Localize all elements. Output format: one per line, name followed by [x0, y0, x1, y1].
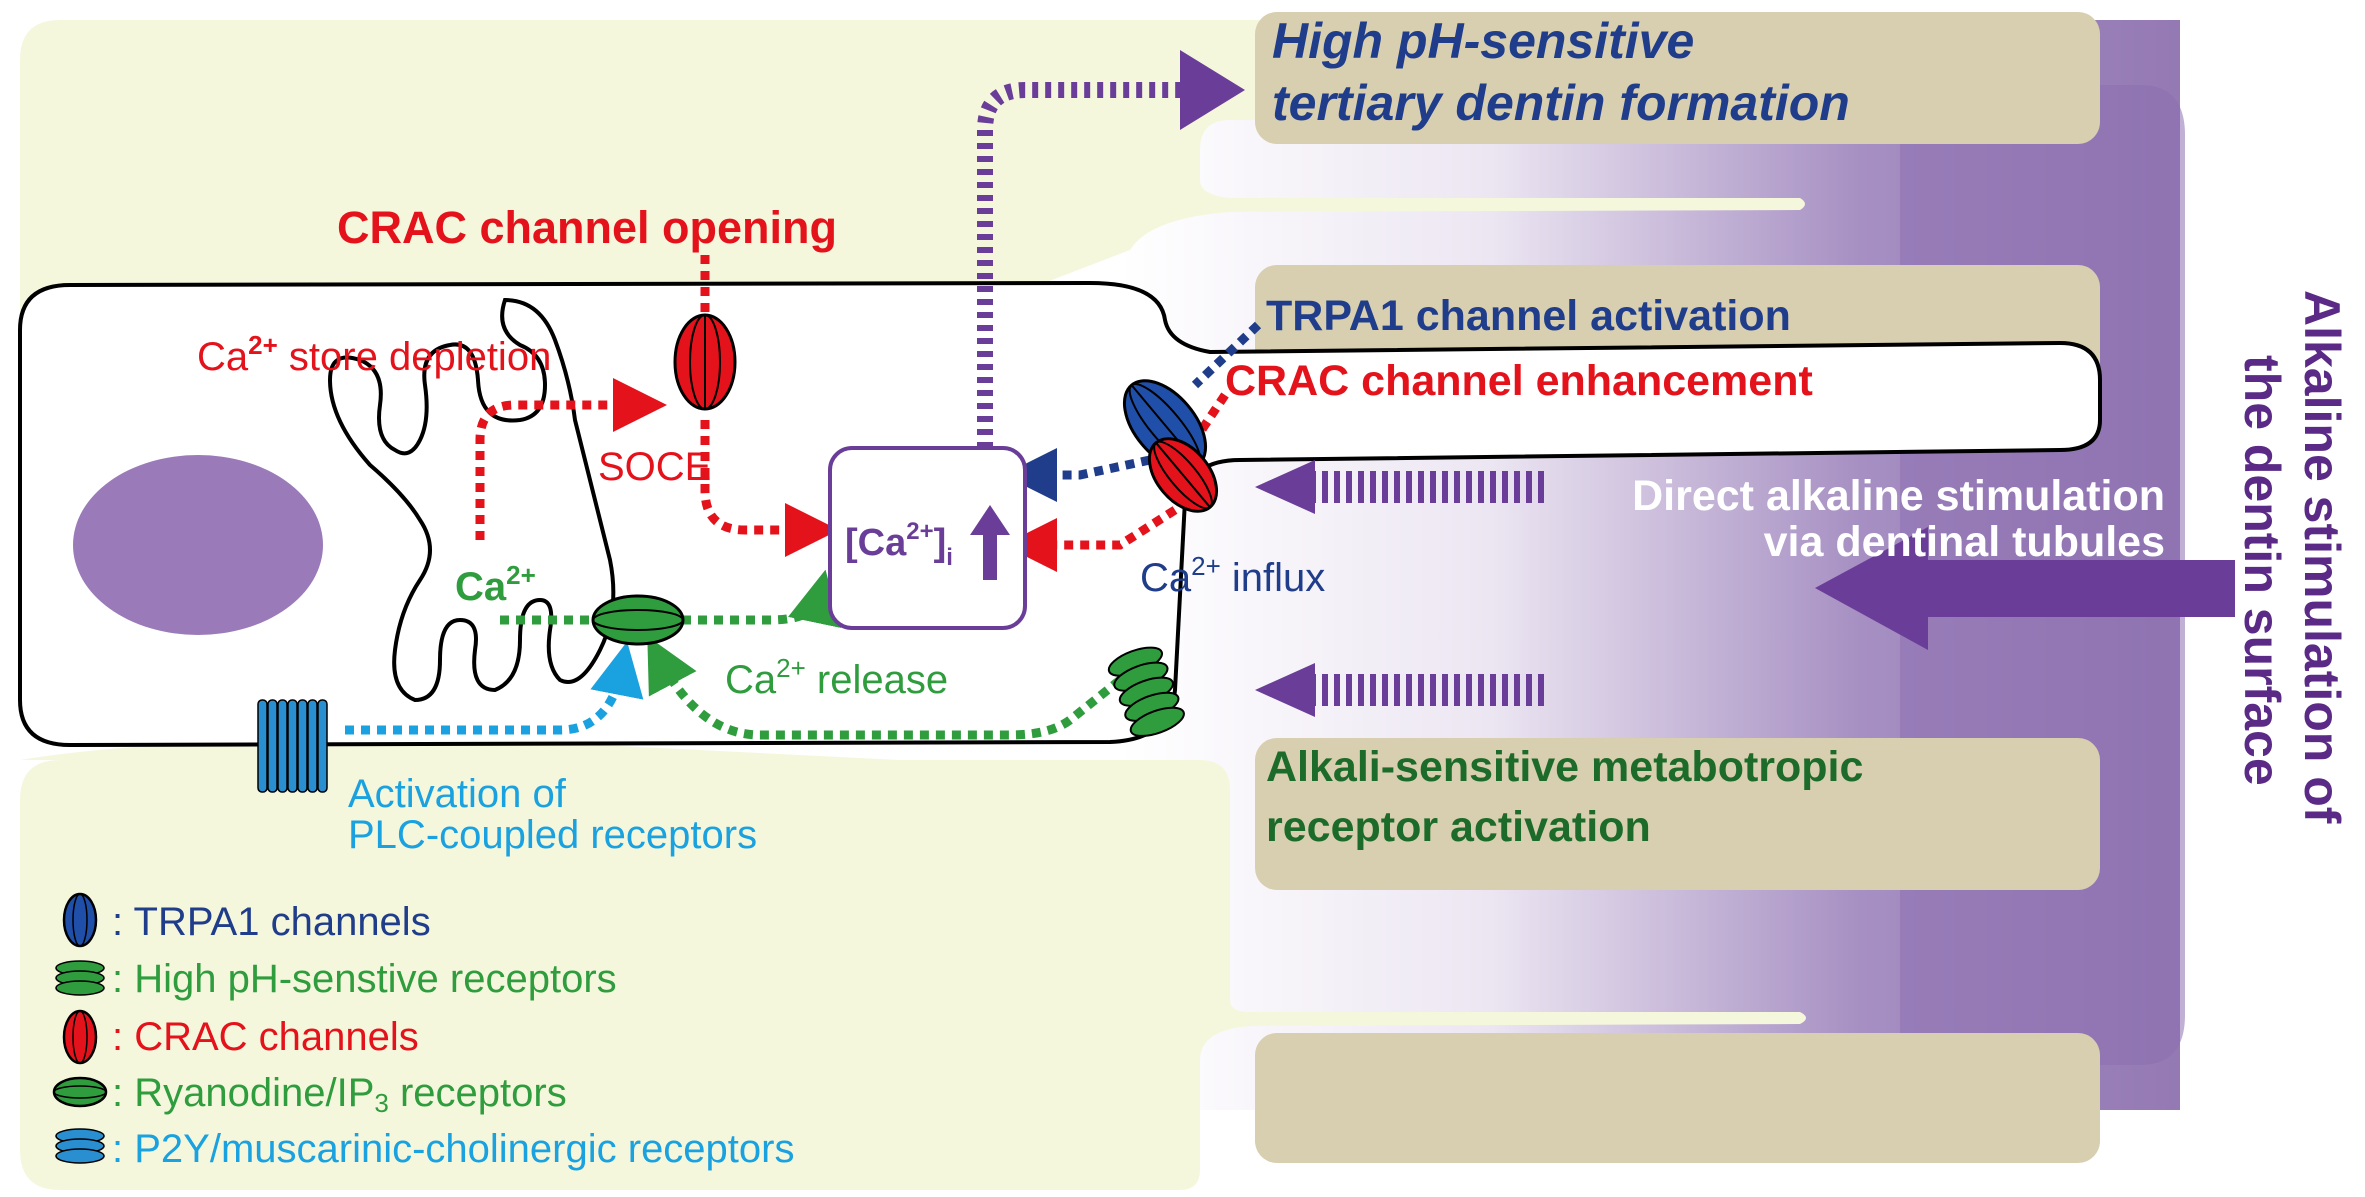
direct-stimulation-label-line2: via dentinal tubules: [1764, 518, 2165, 566]
ryr-to-cai-path: [682, 569, 841, 628]
ryanodine-receptor-icon: [591, 594, 685, 646]
metabotropic-arrowhead: [1255, 663, 1315, 717]
crac-channel-tubule-icon: [1147, 437, 1219, 513]
surface-stimulation-label-line2: the dentin surface: [2234, 355, 2290, 786]
direct-stimulation-label-line1: Direct alkaline stimulation: [1632, 472, 2165, 520]
store-depletion-label: Ca2+ store depletion: [197, 330, 551, 379]
crac-to-cai-path: [700, 420, 839, 557]
crac-opening-label: CRAC channel opening: [337, 202, 837, 253]
plc-activation-label-line1: Activation of: [348, 772, 567, 816]
direct-stimulation-arrowhead: [1255, 460, 1315, 514]
soce-label: SOCE: [598, 445, 711, 489]
crac2-to-cai-path: [1003, 506, 1178, 572]
metabotropic-label-line2: receptor activation: [1266, 803, 1651, 851]
calcium-increase-arrow-icon: [970, 505, 1010, 580]
box-metabotropic: [1255, 738, 2100, 890]
ca-er-label: Ca2+: [455, 560, 536, 609]
legend-crac-icon: [62, 1009, 98, 1065]
p2y-receptor-membrane-icon: [257, 699, 328, 793]
box-tertiary-dentin: [1255, 12, 2100, 144]
high-ph-receptor-membrane-icon: [1107, 646, 1185, 737]
legend-crac-text: : CRAC channels: [112, 1015, 419, 1059]
tertiary-dentin-label-line1: High pH-sensitive: [1272, 13, 1694, 69]
trpa1-activation-label: TRPA1 channel activation: [1266, 292, 1791, 340]
lower-predentin-region: [20, 760, 1806, 1190]
legend-trpa1-icon: [62, 892, 98, 948]
cai-to-dentin-path: [977, 82, 1180, 448]
legend-ryanodine-text: : Ryanodine/IP3 receptors: [112, 1071, 567, 1118]
legend-ryanodine-icon: [52, 1076, 108, 1108]
odontoblast-cell-outline: [18, 280, 2102, 748]
trpa1-to-cai-path: [1003, 448, 1151, 502]
tertiary-dentin-label-line2: tertiary dentin formation: [1272, 75, 1850, 131]
surface-stimulation-arrow: [1815, 527, 2235, 650]
receptor-to-ryr-path: [647, 636, 1123, 740]
endoplasmic-reticulum: [327, 297, 616, 703]
box-bottom: [1255, 1033, 2100, 1163]
cai-to-dentin-arrowhead: [1180, 50, 1245, 130]
plc-activation-label-line2: PLC-coupled receptors: [348, 813, 757, 857]
crac-channel-membrane-icon: [673, 313, 737, 411]
surface-stimulation-label-line1: Alkaline stimulation of: [2294, 290, 2350, 824]
cytosolic-calcium-box: [828, 446, 1027, 630]
soce-path: [475, 378, 667, 540]
metabotropic-label-line1: Alkali-sensitive metabotropic: [1266, 743, 1863, 791]
legend-high-ph-icon: [55, 960, 105, 996]
trpa1-label-connector: [1191, 321, 1262, 389]
crac-enhancement-label: CRAC channel enhancement: [1225, 357, 1813, 405]
legend-trpa1-text: : TRPA1 channels: [112, 900, 431, 944]
legend-p2y-text: : P2Y/muscarinic-cholinergic receptors: [112, 1127, 794, 1171]
ca-influx-label: Ca2+ influx: [1140, 551, 1325, 600]
legend-high-ph-text: : High pH-senstive receptors: [112, 957, 617, 1001]
nucleus: [73, 455, 323, 635]
ca-release-label: Ca2+ release: [725, 653, 948, 702]
legend-p2y-icon: [55, 1128, 105, 1164]
cytosolic-calcium-label: [Ca2+]i: [845, 518, 953, 571]
